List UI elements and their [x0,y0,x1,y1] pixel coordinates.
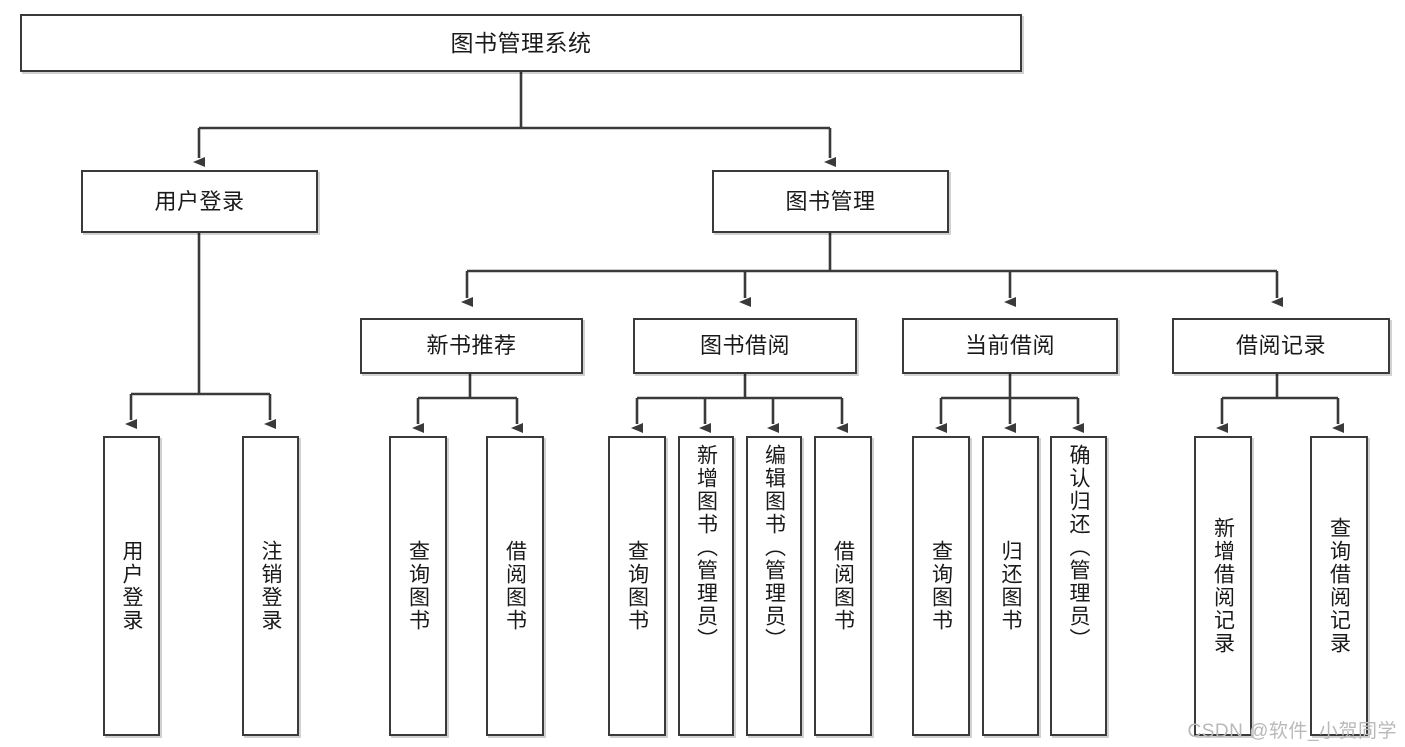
node-label: 新增图书（管理员） [694,444,718,651]
node-label: 查询借阅记录 [1327,517,1351,655]
node-label: 确认归还（管理员） [1067,444,1090,651]
node-label: 编辑图书（管理员） [762,444,786,651]
leaf-borrow-book[interactable]: 借阅图书 [814,436,872,736]
leaf-add-borrow-record[interactable]: 新增借阅记录 [1194,436,1252,736]
node-label: 归还图书 [999,540,1022,632]
node-label: 借阅记录 [1235,333,1326,359]
leaf-query-book-recommend[interactable]: 查询图书 [389,436,447,736]
node-label: 图书管理 [785,188,876,214]
node-book-borrow[interactable]: 图书借阅 [633,318,857,374]
node-label: 借阅图书 [831,540,855,632]
node-label: 注销登录 [259,540,282,632]
leaf-borrow-book-recommend[interactable]: 借阅图书 [486,436,544,736]
node-user-login[interactable]: 用户登录 [81,170,318,233]
node-label: 图书管理系统 [450,29,592,56]
watermark-text: CSDN @软件_小贺同学 [1187,721,1397,742]
node-label: 新增借阅记录 [1211,517,1235,655]
node-current-borrow[interactable]: 当前借阅 [902,318,1118,374]
node-root-book-management-system[interactable]: 图书管理系统 [20,14,1022,72]
node-label: 查询图书 [406,540,430,632]
node-label: 当前借阅 [964,333,1055,359]
leaf-edit-book-admin[interactable]: 编辑图书（管理员） [746,436,802,736]
node-label: 查询图书 [929,540,953,632]
node-label: 借阅图书 [503,540,527,632]
leaf-logout[interactable]: 注销登录 [242,436,299,736]
node-borrow-record[interactable]: 借阅记录 [1172,318,1390,374]
leaf-query-book-current[interactable]: 查询图书 [912,436,970,736]
leaf-user-login[interactable]: 用户登录 [103,436,160,736]
leaf-return-book[interactable]: 归还图书 [982,436,1039,736]
node-label: 查询图书 [625,540,649,632]
leaf-query-borrow-record[interactable]: 查询借阅记录 [1310,436,1368,736]
node-label: 新书推荐 [426,333,517,359]
node-book-management[interactable]: 图书管理 [712,170,949,233]
leaf-confirm-return-admin[interactable]: 确认归还（管理员） [1050,436,1107,736]
node-label: 用户登录 [154,188,245,214]
node-label: 用户登录 [120,540,143,632]
leaf-query-book-borrow[interactable]: 查询图书 [608,436,666,736]
leaf-add-book-admin[interactable]: 新增图书（管理员） [678,436,734,736]
node-label: 图书借阅 [699,333,790,359]
node-new-book-recommend[interactable]: 新书推荐 [360,318,583,374]
